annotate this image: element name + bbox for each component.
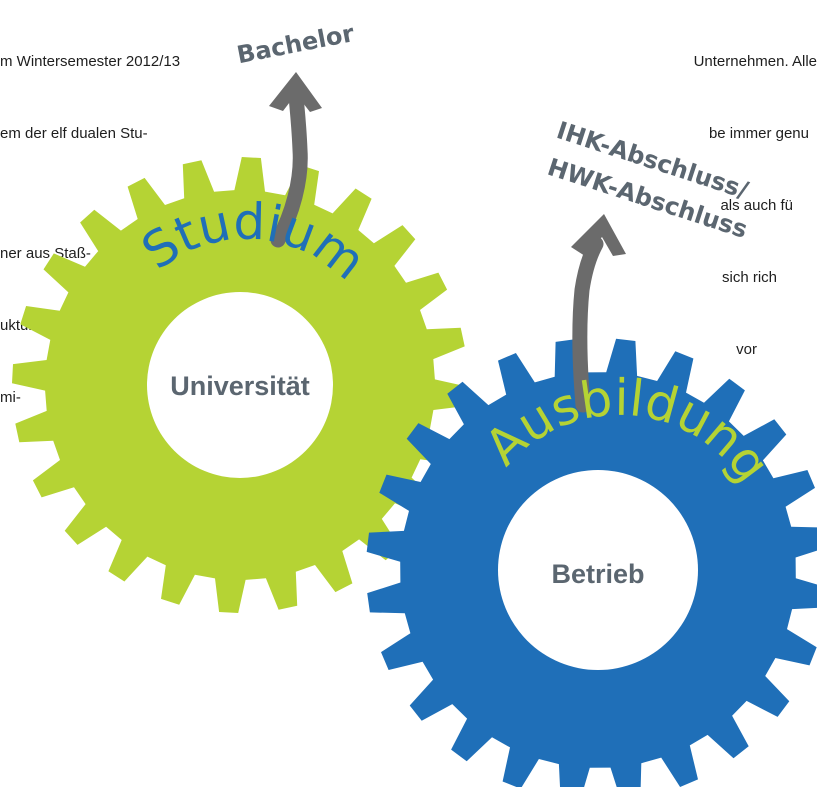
text-line: be immer genu bbox=[708, 125, 809, 142]
text-line: sich rich bbox=[721, 269, 777, 286]
text-line: em der elf dualen Stu- bbox=[0, 125, 148, 142]
gear-right-center-label: Betrieb bbox=[551, 559, 644, 589]
arrow-head-icon bbox=[269, 72, 322, 112]
text-line: ner aus Staß- bbox=[0, 245, 91, 262]
text-line: vor bbox=[736, 341, 757, 358]
body-text-left: m Wintersemester 2012/13 em der elf dual… bbox=[0, 2, 180, 434]
arrow-left-label: Bachelor bbox=[235, 19, 357, 69]
arrow-shaft bbox=[270, 88, 308, 248]
text-line: mi- bbox=[0, 389, 21, 406]
gear-right-hub bbox=[498, 470, 698, 670]
body-text-right: Unternehmen. Alle be immer genu als auch… bbox=[694, 2, 817, 386]
arrow-shaft bbox=[572, 236, 604, 413]
arrow-head-icon bbox=[571, 214, 626, 256]
arrow-bachelor bbox=[269, 72, 322, 248]
gear-left-center-label: Universität bbox=[170, 371, 310, 401]
arrow-ihk-hwk bbox=[571, 214, 626, 413]
gear-left-hub bbox=[147, 292, 333, 478]
text-line: als auch fü bbox=[720, 197, 793, 214]
text-line: Unternehmen. Alle bbox=[693, 53, 817, 70]
text-line: m Wintersemester 2012/13 bbox=[0, 53, 181, 70]
